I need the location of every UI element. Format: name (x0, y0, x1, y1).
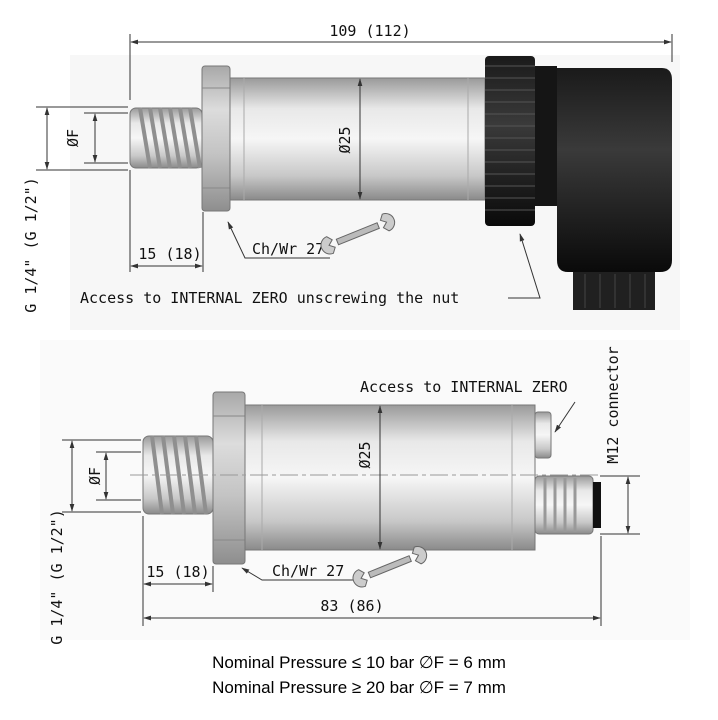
top-zero-access-note: Access to INTERNAL ZERO unscrewing the n… (80, 289, 459, 307)
bottom-m12-connector (534, 475, 601, 535)
bottom-m12-label: M12 connector (604, 346, 622, 463)
top-body (229, 77, 486, 201)
bottom-overall-length-label: 83 (86) (320, 597, 383, 615)
top-body-diameter-label: Ø25 (336, 126, 354, 153)
bottom-thread-size-label: G 1/4" (G 1/2") (48, 509, 66, 644)
bottom-wrench-size-label: Ch/Wr 27 (272, 562, 344, 580)
top-thread (129, 107, 203, 169)
note-high-pressure: Nominal Pressure ≥ 20 bar ∅F = 7 mm (212, 678, 506, 697)
top-drawing: 109 (112) ØF G 1/4" (G 1/2") Ø25 15 (18)… (22, 22, 680, 330)
top-knurled-nut (485, 56, 535, 226)
bottom-thread-length-label: 15 (18) (146, 563, 209, 581)
bottom-zero-screw (534, 411, 552, 459)
top-thread-size-label: G 1/4" (G 1/2") (22, 177, 40, 312)
top-din-connector (535, 66, 672, 310)
top-port-diameter-label: ØF (64, 129, 82, 147)
bottom-body (244, 404, 536, 551)
note-low-pressure: Nominal Pressure ≤ 10 bar ∅F = 6 mm (212, 653, 506, 672)
bottom-body-diameter-label: Ø25 (356, 441, 374, 468)
top-wrench-size-label: Ch/Wr 27 (252, 240, 324, 258)
bottom-zero-access-note: Access to INTERNAL ZERO (360, 378, 568, 396)
bottom-wrench-icon (352, 546, 428, 588)
bottom-drawing: Access to INTERNAL ZERO M12 connector Ø2… (40, 340, 690, 645)
top-overall-length-label: 109 (112) (329, 22, 410, 40)
top-wrench-icon (320, 213, 396, 255)
bottom-hex (212, 391, 246, 565)
bottom-port-diameter-label: ØF (86, 467, 104, 485)
top-thread-length-label: 15 (18) (138, 245, 201, 263)
